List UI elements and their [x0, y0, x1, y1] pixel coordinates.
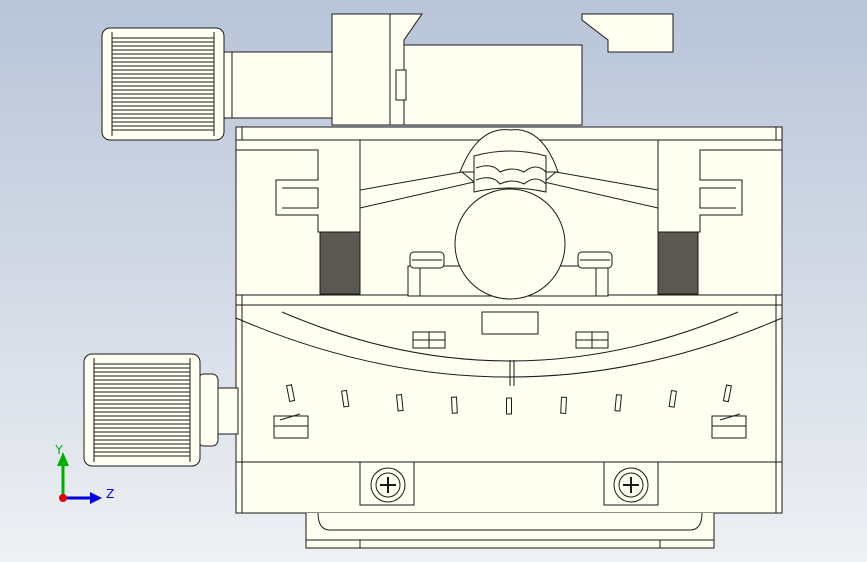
scale-tick	[668, 390, 678, 408]
right-mount-screw[interactable]	[613, 467, 649, 503]
right-scale-bolt	[575, 331, 609, 349]
left-mount-screw[interactable]	[370, 467, 406, 503]
upper-micrometer-barrel	[221, 51, 333, 119]
right-lock-screw[interactable]	[711, 413, 747, 439]
coordinate-triad: Y Z	[54, 443, 114, 504]
scale-tick	[505, 397, 513, 415]
scale-tick	[340, 389, 350, 408]
left-dovetail	[235, 139, 361, 296]
carriage-screw-head	[395, 69, 407, 101]
right-gib-shadow	[657, 231, 699, 295]
z-axis-arrowhead	[90, 492, 102, 504]
right-dovetail	[657, 139, 783, 296]
x-axis-origin	[59, 494, 67, 502]
scale-tick	[285, 384, 296, 403]
index-window	[481, 311, 539, 335]
lower-micrometer-collar	[197, 373, 219, 447]
left-gib-shadow	[319, 231, 361, 295]
scale-tick	[560, 396, 568, 414]
lower-micrometer[interactable]	[83, 353, 239, 467]
upper-micrometer-knob[interactable]	[101, 27, 225, 141]
roller[interactable]	[454, 188, 566, 300]
v-bracket	[359, 129, 659, 209]
y-axis-label: Y	[54, 443, 63, 457]
y-axis-arrowhead	[57, 452, 69, 466]
left-scale-bolt	[412, 331, 446, 349]
scale-ticks	[285, 384, 732, 415]
scale-tick	[450, 396, 458, 414]
left-lock-screw[interactable]	[273, 413, 309, 439]
scale-tick	[395, 393, 404, 412]
mount-base	[305, 462, 715, 549]
lower-knob-knurling	[93, 358, 191, 462]
scale-tick	[614, 394, 623, 412]
scale-plate	[235, 311, 783, 439]
scale-tick	[722, 384, 732, 403]
lower-micrometer-knob[interactable]	[83, 353, 201, 467]
z-axis-label: Z	[106, 487, 114, 501]
upper-carriage[interactable]	[331, 13, 674, 126]
upper-micrometer[interactable]	[101, 27, 333, 141]
upper-knob-knurling	[111, 32, 215, 136]
